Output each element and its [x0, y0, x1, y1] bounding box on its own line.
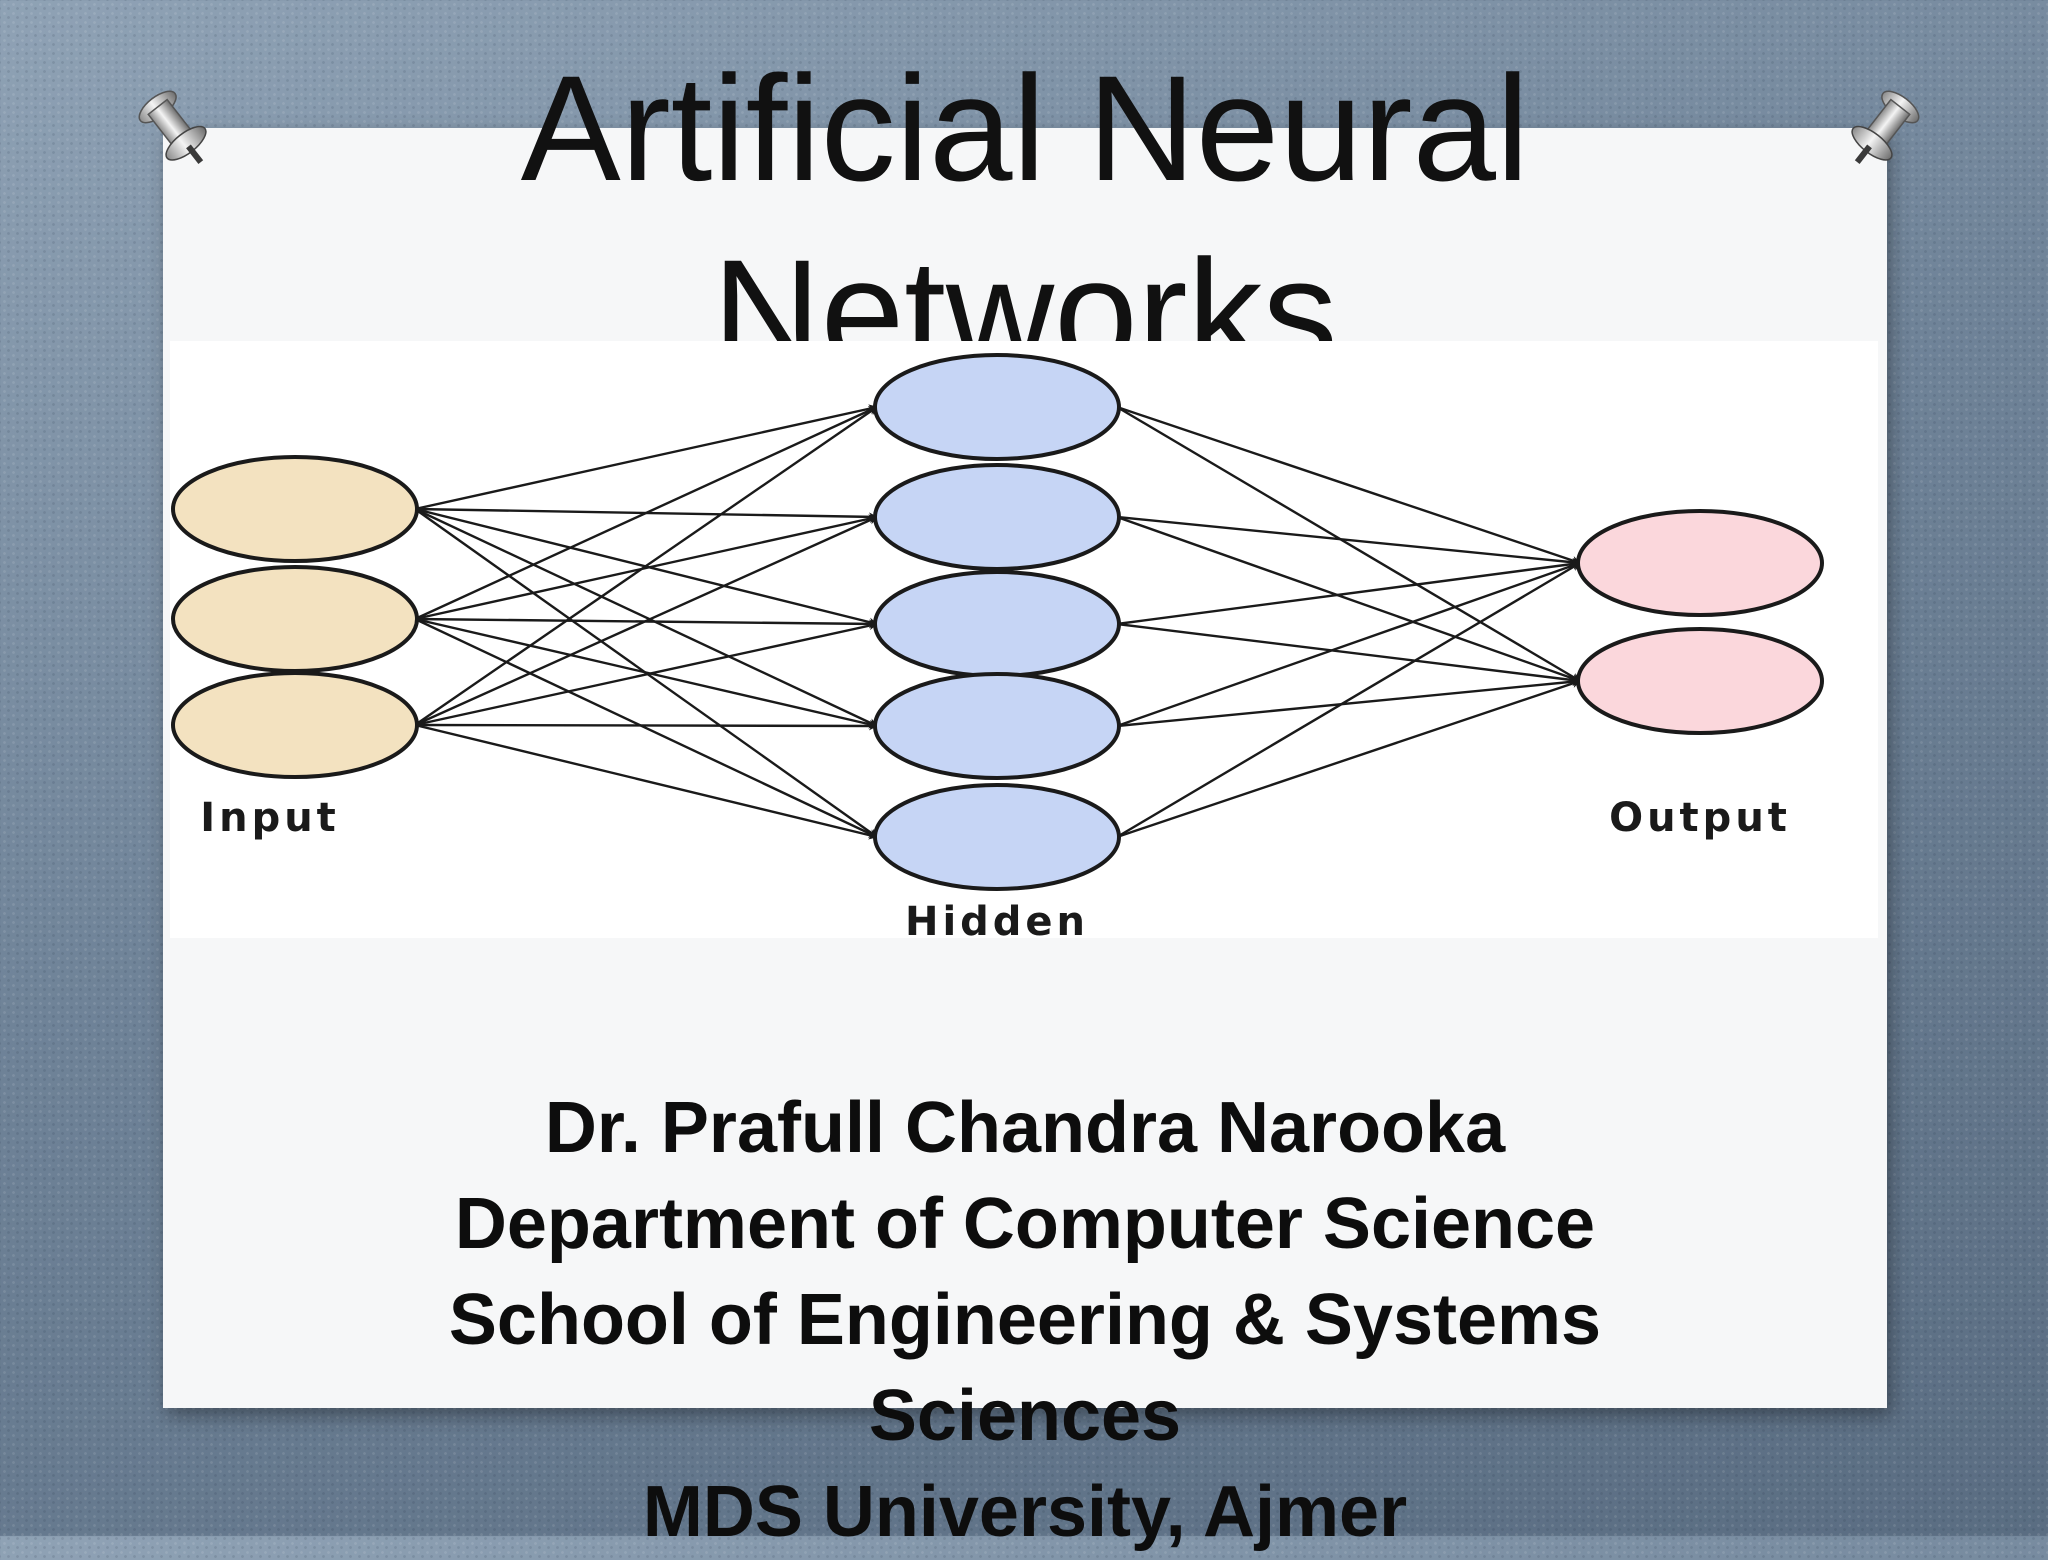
connection-arrow: [1116, 559, 1581, 626]
connection-arrow: [414, 405, 878, 621]
connection-arrow: [1116, 405, 1581, 683]
connection-arrow: [414, 404, 878, 511]
connection-arrow: [414, 723, 878, 840]
connection-arrow: [414, 617, 878, 839]
neuron-node: [873, 672, 1121, 780]
connection-arrow: [1116, 405, 1581, 565]
school-line: School of Engineering & Systems: [448, 1280, 1602, 1360]
layer-label: Input: [200, 795, 340, 841]
layer-label: Hidden: [905, 899, 1089, 938]
neuron-node: [171, 565, 419, 673]
connection-arrow: [1116, 679, 1581, 839]
neuron-node: [873, 783, 1121, 891]
neuron-node: [171, 455, 419, 563]
connection-arrow: [414, 617, 878, 729]
neuron-node: [1576, 627, 1824, 735]
connection-arrow: [414, 514, 878, 621]
connection-group: [414, 404, 1581, 840]
neuron-node: [873, 463, 1121, 571]
pushpin-icon: [138, 90, 207, 165]
neuron-node: [873, 353, 1121, 461]
connection-arrow: [1116, 677, 1581, 728]
layer-label: Output: [1609, 795, 1791, 841]
connection-arrow: [1116, 622, 1581, 685]
connection-arrow: [1116, 515, 1581, 567]
slide-title-line: Artificial Neural: [520, 44, 1530, 212]
node-group: [171, 353, 1824, 891]
neuron-node: [171, 671, 419, 779]
connection-arrow: [1116, 561, 1581, 728]
university-line: MDS University, Ajmer: [642, 1472, 1408, 1552]
connection-arrow: [414, 515, 878, 727]
school-line-continued: Sciences: [868, 1376, 1182, 1456]
author-credits: Dr. Prafull Chandra Narooka Department o…: [163, 1080, 1887, 1560]
pushpin-icon: [1851, 90, 1920, 165]
connection-arrow: [414, 621, 878, 727]
connection-arrow: [414, 406, 878, 726]
connection-arrow: [1116, 561, 1581, 839]
connection-arrow: [414, 721, 878, 731]
author-name: Dr. Prafull Chandra Narooka: [544, 1088, 1506, 1168]
connection-arrow: [414, 507, 878, 728]
neuron-node: [1576, 509, 1824, 617]
connection-arrow: [1116, 515, 1581, 683]
department-line: Department of Computer Science: [454, 1184, 1596, 1264]
neuron-node: [873, 570, 1121, 678]
